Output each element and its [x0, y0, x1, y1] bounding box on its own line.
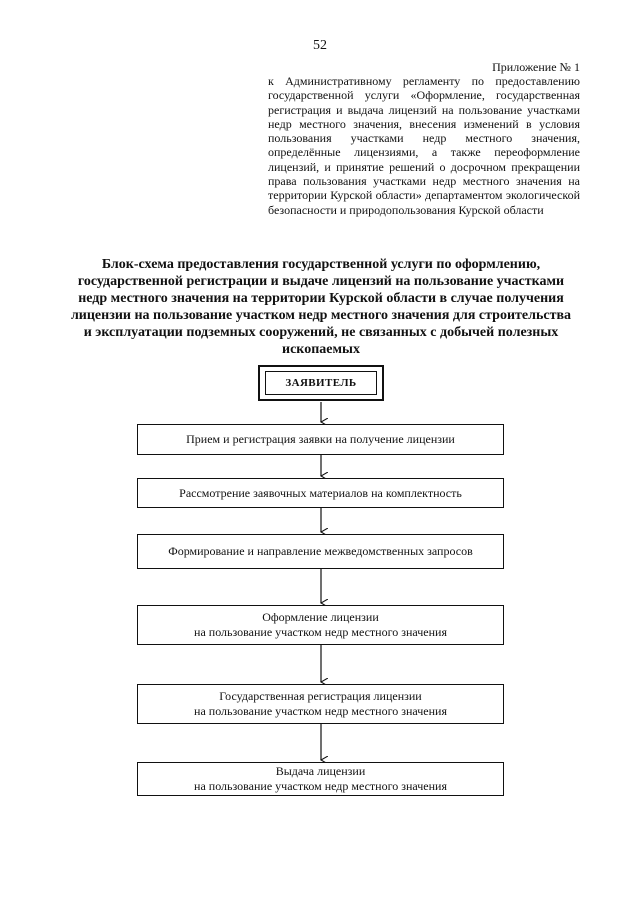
step-label: Оформление лицензии: [262, 610, 379, 624]
applicant-label: ЗАЯВИТЕЛЬ: [285, 377, 357, 389]
step-label: Рассмотрение заявочных материалов на ком…: [179, 485, 462, 500]
step-sublabel: на пользование участком недр местного зн…: [194, 704, 447, 718]
document-title: Блок-схема предоставления государственно…: [70, 257, 572, 357]
flow-step-receipt: Прием и регистрация заявки на получение …: [137, 424, 504, 455]
applicant-box: ЗАЯВИТЕЛЬ: [258, 365, 384, 401]
appendix-title: Приложение № 1: [492, 60, 580, 74]
step-label: Государственная регистрация лицензии: [219, 689, 422, 703]
flow-step-review: Рассмотрение заявочных материалов на ком…: [137, 478, 504, 508]
step-label: Выдача лицензии: [275, 764, 366, 778]
flow-step-license-drafting: Оформление лицензии на пользование участ…: [137, 605, 504, 645]
page-number: 52: [313, 38, 327, 53]
flow-step-issuance: Выдача лицензии на пользование участком …: [137, 762, 504, 796]
step-sublabel: на пользование участком недр местного зн…: [194, 625, 447, 639]
step-sublabel: на пользование участком недр местного зн…: [194, 779, 447, 793]
step-label: Формирование и направление межведомствен…: [168, 544, 473, 558]
flow-step-requests: Формирование и направление межведомствен…: [137, 534, 504, 569]
step-label: Прием и регистрация заявки на получение …: [186, 432, 455, 446]
applicant-inner-border: ЗАЯВИТЕЛЬ: [265, 371, 377, 395]
appendix-body: к Административному регламенту по предос…: [268, 74, 580, 217]
flow-step-registration: Государственная регистрация лицензии на …: [137, 684, 504, 724]
